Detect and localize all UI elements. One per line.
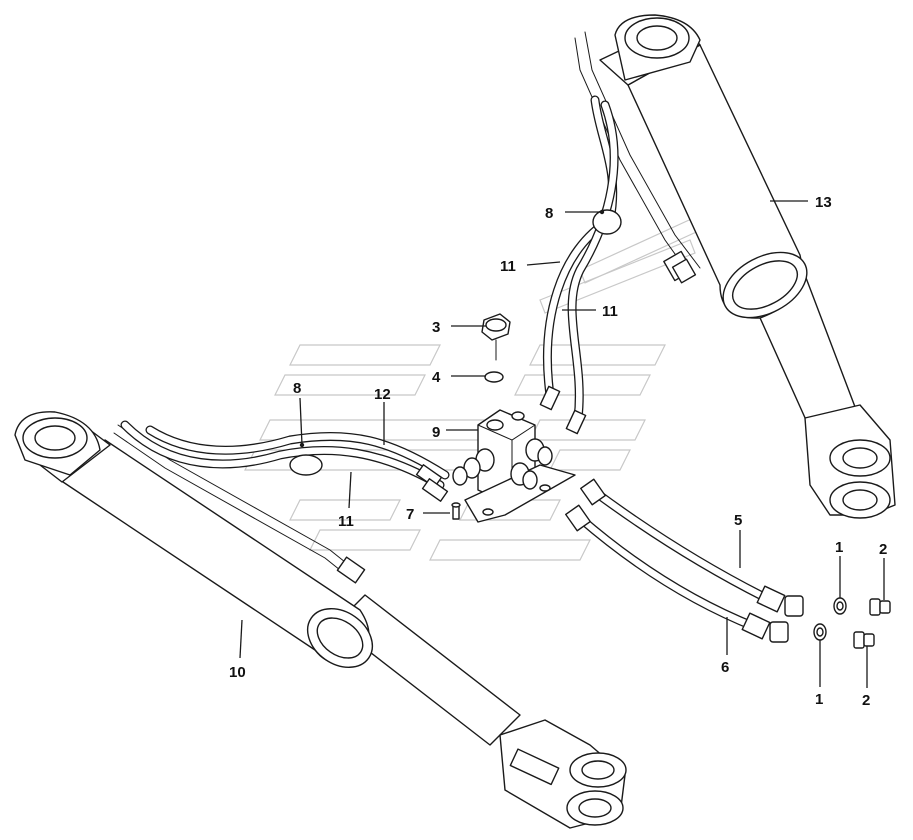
callout-2-upper: 2 (879, 541, 887, 558)
hose-clamp-8 (289, 209, 622, 476)
bolt-7 (451, 502, 461, 520)
callout-3: 5 (734, 512, 742, 529)
valve-block-9 (452, 409, 576, 523)
callout-4: 6 (721, 659, 729, 676)
callout-1-upper: 1 (835, 539, 843, 556)
callout-8-left: 8 (293, 380, 301, 397)
callout-11-upper-left: 11 (500, 258, 516, 275)
callout-2-lower: 2 (862, 692, 870, 709)
callout-8-upper: 8 (545, 205, 553, 222)
callouts: 13 8 11 11 3 4 9 8 12 11 7 5 6 1 2 1 2 1… (229, 194, 887, 709)
hydraulic-cylinder-13 (574, 14, 896, 519)
callout-7: 7 (406, 506, 414, 523)
callout-1-lower: 1 (815, 691, 823, 708)
adapter-2-upper (869, 598, 891, 616)
callout-11-left: 11 (338, 513, 354, 530)
leader-lines (239, 200, 885, 688)
callout-12: 12 (374, 386, 391, 403)
hydraulic-cylinder-10 (14, 411, 627, 829)
callout-6: 4 (432, 369, 441, 386)
callout-10: 10 (229, 664, 246, 681)
plug-5 (481, 313, 511, 361)
callout-11-upper-right: 11 (602, 303, 618, 320)
washer-1-lower (813, 623, 827, 641)
washer-6 (484, 371, 504, 383)
washer-1-upper (833, 597, 847, 615)
adapter-2-lower (853, 631, 875, 649)
callout-13: 13 (815, 194, 832, 211)
callout-5: 3 (432, 319, 440, 336)
callout-9: 9 (432, 424, 440, 441)
